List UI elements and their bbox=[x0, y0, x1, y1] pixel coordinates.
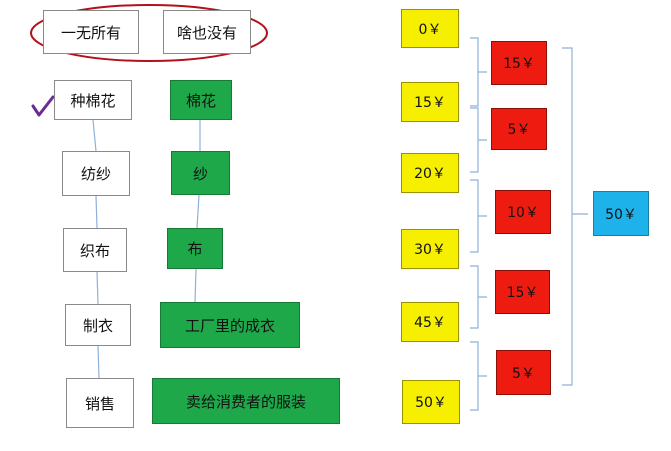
value-added-box-4: 15￥ bbox=[495, 270, 550, 314]
bracket-total bbox=[562, 47, 588, 386]
value-added-box-3: 10￥ bbox=[495, 190, 551, 234]
total-box: 50￥ bbox=[593, 191, 649, 236]
arrow-1 bbox=[92, 119, 97, 152]
value-added-box-2: 5￥ bbox=[491, 108, 547, 150]
price-box-6: 50￥ bbox=[402, 380, 460, 424]
step-box-2: 纺纱 bbox=[62, 151, 130, 196]
price-box-5: 45￥ bbox=[401, 302, 459, 342]
price-box-1: 0￥ bbox=[401, 9, 459, 48]
bracket-1 bbox=[470, 37, 487, 107]
product-box-4: 工厂里的成衣 bbox=[160, 302, 300, 348]
product-box-5: 卖给消费者的服装 bbox=[152, 378, 340, 424]
bracket-5 bbox=[470, 341, 487, 411]
step-box-5: 销售 bbox=[66, 378, 134, 428]
arrow-7 bbox=[194, 268, 197, 303]
price-box-4: 30￥ bbox=[401, 229, 459, 269]
step-box-3: 织布 bbox=[63, 228, 127, 272]
product-arrows bbox=[194, 120, 201, 303]
arrow-4 bbox=[97, 345, 100, 379]
step-box-1: 种棉花 bbox=[54, 80, 132, 120]
value-added-box-1: 15￥ bbox=[491, 41, 547, 85]
arrow-3 bbox=[96, 271, 99, 305]
check-mark-icon bbox=[31, 95, 55, 117]
product-box-2: 纱 bbox=[171, 151, 230, 195]
price-box-2: 15￥ bbox=[401, 82, 459, 122]
arrow-6 bbox=[196, 194, 200, 229]
product-box-3: 布 bbox=[167, 228, 223, 269]
bracket-3 bbox=[470, 179, 487, 253]
value-added-box-5: 5￥ bbox=[496, 350, 551, 395]
arrow-2 bbox=[95, 195, 98, 229]
bracket-4 bbox=[470, 265, 487, 329]
bracket-2 bbox=[470, 107, 487, 173]
price-box-3: 20￥ bbox=[401, 153, 459, 193]
step-box-4: 制衣 bbox=[65, 304, 131, 346]
top-box-2: 啥也没有 bbox=[163, 10, 251, 54]
top-box-1: 一无所有 bbox=[43, 10, 139, 54]
product-box-1: 棉花 bbox=[170, 80, 232, 120]
